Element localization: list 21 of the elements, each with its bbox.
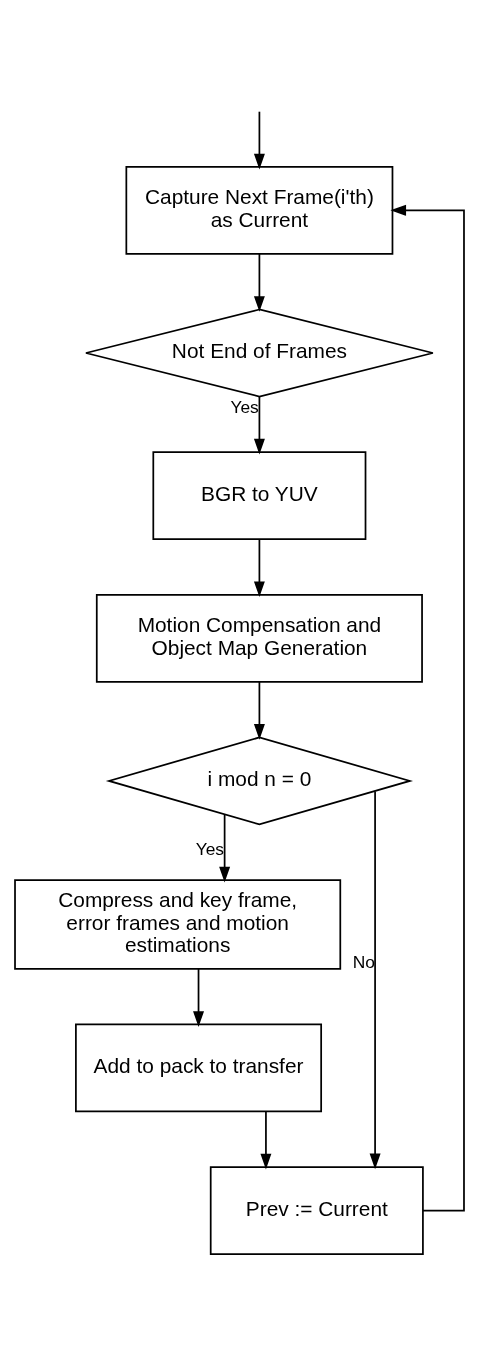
arrow: [193, 967, 204, 1027]
arrow: [390, 204, 465, 1211]
node-box: Capture Next Frame(i'th) as Current: [125, 165, 394, 255]
edge-label: Yes: [195, 838, 225, 859]
node-diamond: Not End of Frames: [85, 308, 434, 397]
node-box: BGR to YUV: [152, 450, 367, 540]
arrow: [219, 813, 231, 882]
arrow: [260, 1110, 272, 1169]
node-box: Motion Compensation and Object Map Generation: [95, 593, 423, 683]
node-diamond: i mod n = 0: [105, 736, 413, 825]
arrow: [253, 110, 265, 169]
arrow: [253, 537, 265, 597]
edge-label: No: [352, 951, 375, 972]
arrow: [253, 395, 265, 454]
arrow: [369, 790, 381, 1169]
node-box: Add to pack to transfer: [75, 1023, 323, 1112]
node-box: Prev := Current: [209, 1165, 424, 1255]
arrow: [253, 252, 265, 312]
arrow: [253, 680, 265, 740]
node-box: Compress and key frame, error frames and motion estimations: [14, 878, 342, 970]
edge-label: Yes: [230, 396, 259, 417]
